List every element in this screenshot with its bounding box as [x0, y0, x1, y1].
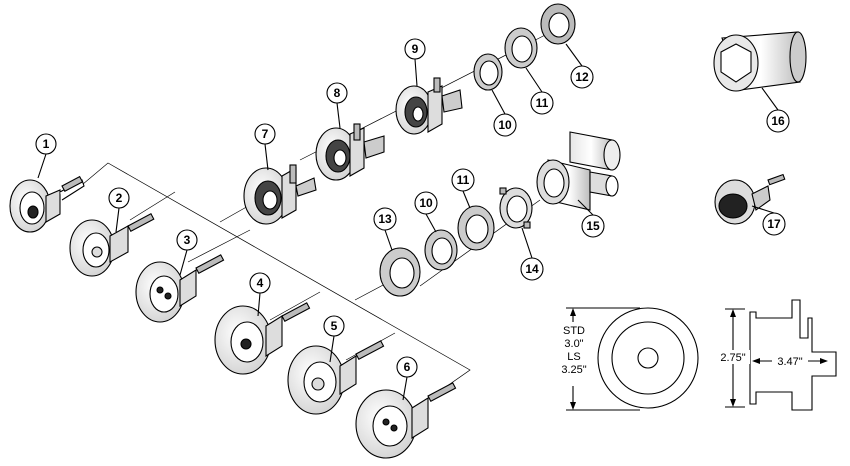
- callout-10-lower: 10: [414, 191, 438, 215]
- svg-text:14: 14: [525, 262, 539, 276]
- part-15-tee-body: [536, 131, 621, 211]
- callout-5: 5: [323, 315, 345, 337]
- svg-text:10: 10: [419, 196, 433, 210]
- svg-text:17: 17: [767, 217, 781, 231]
- callout-3: 3: [176, 229, 198, 251]
- callout-1: 1: [35, 133, 57, 155]
- svg-text:5: 5: [331, 319, 338, 333]
- callout-11-upper: 11: [530, 91, 554, 115]
- callout-12: 12: [570, 65, 594, 89]
- part-4-jet-body: [214, 302, 311, 375]
- callout-14: 14: [520, 257, 544, 281]
- svg-text:8: 8: [334, 86, 341, 100]
- svg-text:11: 11: [457, 173, 470, 187]
- callout-16: 16: [766, 109, 790, 133]
- part-8-wall-fitting: [315, 123, 385, 181]
- callout-15: 15: [581, 214, 605, 238]
- callout-4: 4: [249, 272, 271, 294]
- part-12-nut-upper: [540, 3, 576, 45]
- side-height-value: 2.75": [720, 352, 745, 364]
- svg-text:11: 11: [536, 96, 549, 110]
- part-3-jet-body: [135, 254, 225, 323]
- side-view-drawing: 2.75" 3.47": [716, 299, 837, 411]
- part-6-jet-body: [355, 382, 457, 459]
- svg-text:9: 9: [412, 42, 419, 56]
- front-std-label: STD: [563, 325, 585, 337]
- front-std-value: 3.0": [564, 338, 583, 350]
- svg-text:13: 13: [378, 212, 392, 226]
- part-13-gasket-lower: [379, 247, 421, 297]
- callout-13: 13: [373, 207, 397, 231]
- part-7-wall-fitting: [243, 164, 317, 225]
- side-depth-value: 3.47": [777, 356, 802, 368]
- callout-17: 17: [762, 212, 786, 236]
- part-16-adapter-sleeve: [713, 31, 807, 92]
- part-10-gasket-lower: [424, 229, 458, 271]
- callout-10-upper: 10: [493, 113, 517, 137]
- svg-text:16: 16: [771, 114, 785, 128]
- part-17-eyeball-insert: [714, 173, 786, 225]
- callout-11-lower: 11: [451, 168, 475, 192]
- part-9-wall-fitting: [395, 77, 463, 135]
- callout-7: 7: [254, 123, 276, 145]
- front-ls-value: 3.25": [561, 364, 586, 376]
- callout-9: 9: [404, 38, 426, 60]
- svg-text:10: 10: [498, 118, 512, 132]
- callout-2: 2: [108, 187, 130, 209]
- front-ls-label: LS: [567, 351, 580, 363]
- part-1-jet-body: [9, 175, 85, 233]
- part-11-ring-lower: [457, 205, 495, 251]
- svg-text:7: 7: [262, 127, 269, 141]
- svg-text:6: 6: [404, 360, 411, 374]
- part-14-lock-ring: [499, 187, 533, 229]
- part-5-jet-body: [287, 340, 385, 415]
- callout-6: 6: [396, 356, 418, 378]
- part-2-jet-body: [69, 213, 155, 277]
- front-view-drawing: STD 3.0" LS 3.25": [560, 307, 699, 411]
- svg-text:2: 2: [116, 191, 123, 205]
- svg-text:1: 1: [43, 137, 50, 151]
- svg-text:12: 12: [575, 70, 589, 84]
- part-11-ring-upper: [504, 27, 538, 69]
- callout-labels: 1 2 3 4 5 6 7 8 9 10 11 12 13 10 11 14 1…: [35, 38, 790, 378]
- svg-text:4: 4: [257, 276, 264, 290]
- part-10-gasket-upper: [473, 53, 503, 91]
- svg-text:15: 15: [586, 219, 600, 233]
- svg-text:3: 3: [184, 233, 191, 247]
- callout-leaders: [37, 43, 779, 401]
- callout-8: 8: [326, 82, 348, 104]
